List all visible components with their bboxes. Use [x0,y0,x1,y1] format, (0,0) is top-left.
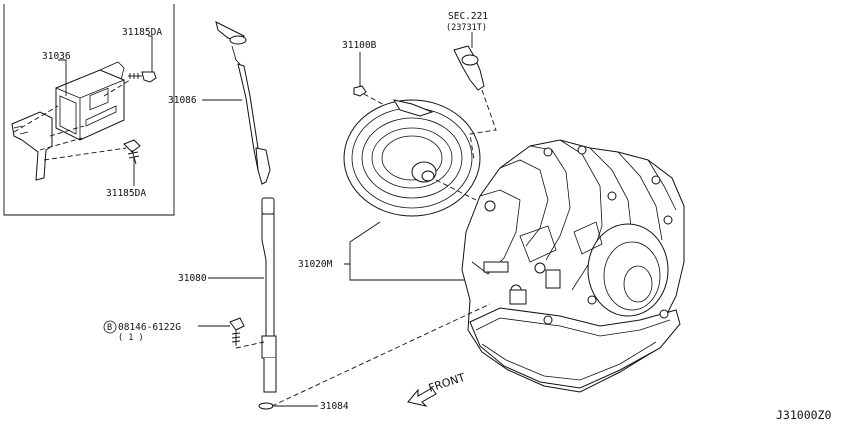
bolt-31185DA-bottom [123,139,141,165]
callout-bolt-qty: ( 1 ) [118,333,144,343]
torque-converter-31020M [343,99,481,281]
diagram-code: J31000Z0 [776,408,831,422]
bolt-31185DA-top [128,71,157,83]
callout-sec-line1: SEC.221 [448,11,488,22]
nut-31100B [353,52,387,107]
callout-sec-line2: (23731T) [446,23,487,33]
o-ring-31084 [258,402,318,410]
callout-31100B: 31100B [342,40,377,51]
transaxle-assembly [271,139,685,407]
front-direction-arrow [407,387,437,407]
speed-sensor-23731T [453,32,497,161]
oil-charging-pipe-31080 [208,197,277,393]
callout-31080: 31080 [178,273,207,284]
dipstick-31086 [202,21,271,185]
bolt-symbol-circle [103,320,117,334]
callout-31086: 31086 [168,95,197,106]
callout-bolt-number: 08146-6122G [118,322,181,333]
callout-31084: 31084 [320,401,349,412]
callout-31185DA-bottom: 31185DA [106,188,146,199]
bolt-symbol-letter: B [107,323,112,333]
callout-31020M: 31020M [298,259,333,270]
callout-31185DA-top: 31185DA [122,27,162,38]
front-label: FRONT [427,371,467,395]
control-unit-inset [3,4,175,216]
bolt-08146-6122G [103,317,265,349]
control-unit-bracket [11,111,53,181]
callout-31036: 31036 [42,51,71,62]
